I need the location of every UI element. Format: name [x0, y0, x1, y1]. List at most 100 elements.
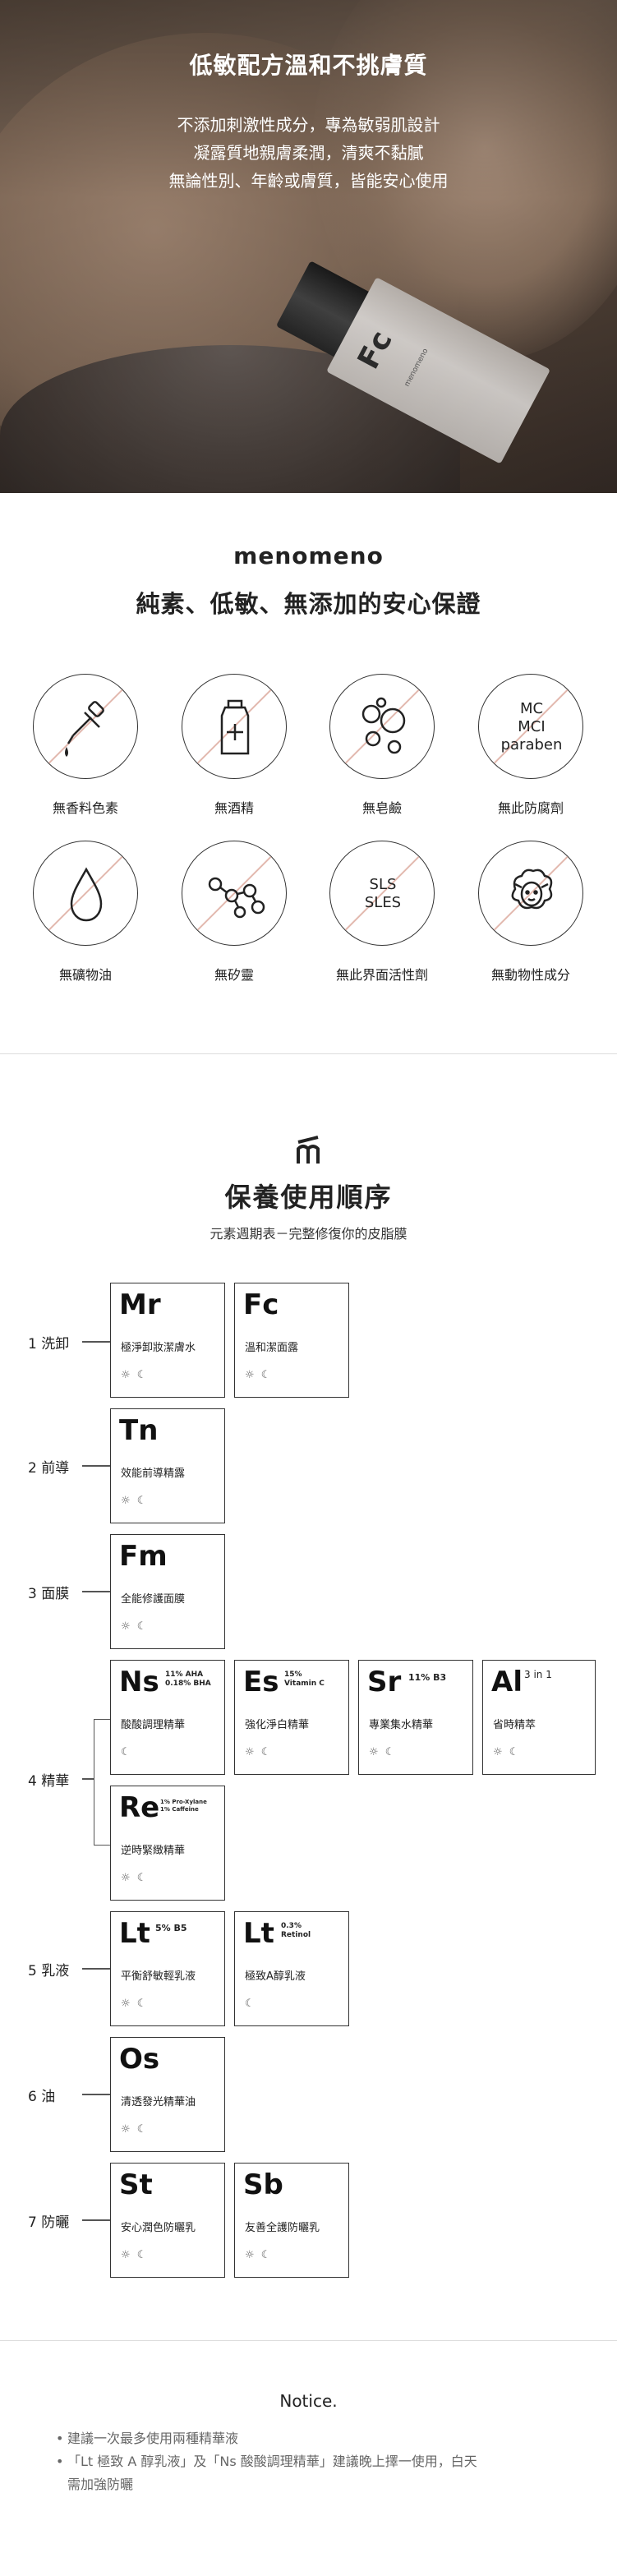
card-name: 極淨卸妝潔膚水 — [121, 1342, 196, 1354]
notice-text: 建議一次最多使用兩種精華液 — [67, 2431, 239, 2446]
card-symbol: Mr — [119, 1288, 161, 1321]
preservative-text-3: paraben — [500, 736, 563, 753]
feature-no-silicone: 無矽靈 — [160, 841, 308, 984]
card-symbol: St — [119, 2168, 153, 2201]
night-icon: ☾ — [121, 1746, 132, 1758]
step-label-sunscreen: 7 防曬 — [28, 2214, 70, 2231]
product-card-tn[interactable]: Tn 效能前導精露 ☼ ☾ — [110, 1408, 225, 1523]
product-card-lt-b5[interactable]: Lt 5% B5 平衡舒敏輕乳液 ☼ ☾ — [110, 1911, 225, 2026]
card-concentration: 5% B5 — [155, 1923, 187, 1933]
product-card-lt-retinol[interactable]: Lt 0.3% Retinol 極致A醇乳液 ☾ — [234, 1911, 349, 2026]
feature-label: 無香料色素 — [52, 800, 118, 816]
product-card-mr[interactable]: Mr 極淨卸妝潔膚水 ☼ ☾ — [110, 1283, 225, 1398]
step-connector — [82, 1341, 110, 1343]
day-night-icon: ☼ ☾ — [121, 1998, 149, 2010]
notice-item: •建議一次最多使用兩種精華液 — [56, 2427, 238, 2449]
step-connector — [82, 2094, 110, 2095]
card-name: 溫和潔面露 — [245, 1342, 299, 1354]
feature-circle — [33, 841, 138, 946]
step-label-serum: 4 精華 — [28, 1773, 70, 1790]
product-card-st[interactable]: St 安心潤色防曬乳 ☼ ☾ — [110, 2163, 225, 2278]
dropper-icon — [65, 701, 104, 757]
product-card-os[interactable]: Os 清透發光精華油 ☼ ☾ — [110, 2037, 225, 2152]
section-divider — [0, 2340, 617, 2341]
product-card-ns[interactable]: Ns 11% AHA 0.18% BHA 酸酸調理精華 ☾ — [110, 1660, 225, 1775]
notice-item-continued: 需加強防曬 — [67, 2477, 134, 2492]
step-label-oil: 6 油 — [28, 2089, 56, 2105]
hero-banner: Fc menomeno 低敏配方溫和不挑膚質 不添加刺激性成分，專為敏弱肌設計 … — [0, 0, 617, 493]
card-symbol: Sr — [367, 1666, 402, 1698]
feature-no-fragrance: 無香料色素 — [12, 674, 159, 817]
step-label-lotion: 5 乳液 — [28, 1963, 70, 1979]
brand-logo: menomeno — [233, 542, 384, 569]
card-symbol: Sb — [243, 2168, 283, 2201]
card-concentration: 15% Vitamin C — [284, 1670, 325, 1688]
day-night-icon: ☼ ☾ — [121, 2249, 149, 2261]
feature-no-alcohol: 無酒精 — [160, 674, 308, 817]
feature-circle — [182, 674, 287, 779]
alcohol-bottle-icon — [220, 699, 250, 755]
product-card-al[interactable]: Al 3 in 1 省時精萃 ☼ ☾ — [482, 1660, 596, 1775]
product-card-sb[interactable]: Sb 友善全護防曬乳 ☼ ☾ — [234, 2163, 349, 2278]
step-label-prep: 2 前導 — [28, 1460, 70, 1477]
feature-circle — [182, 841, 287, 946]
hero-line: 凝露質地親膚柔潤，清爽不黏膩 — [193, 143, 424, 163]
product-card-re[interactable]: Re 1% Pro-Xylane 1% Caffeine 逆時緊緻精華 ☼ ☾ — [110, 1786, 225, 1901]
hero-line: 無論性別、年齡或膚質，皆能安心使用 — [168, 171, 449, 191]
serum-bracket — [94, 1719, 110, 1846]
day-night-icon: ☼ ☾ — [493, 1746, 521, 1758]
feature-no-mineral-oil: 無礦物油 — [12, 841, 159, 984]
sheep-icon — [511, 869, 553, 910]
section-divider — [0, 1053, 617, 1054]
oil-drop-icon — [70, 867, 103, 922]
brand-m-icon — [297, 1136, 320, 1164]
notice-title: Notice. — [279, 2391, 338, 2411]
card-name: 酸酸調理精華 — [121, 1719, 186, 1731]
feature-circle — [478, 841, 583, 946]
product-card-sr[interactable]: Sr 11% B3 專業集水精華 ☼ ☾ — [358, 1660, 473, 1775]
night-icon: ☾ — [245, 1998, 256, 2010]
feature-no-soap: 無皂鹼 — [308, 674, 456, 817]
guarantee-title: 純素、低敏、無添加的安心保證 — [136, 590, 481, 618]
day-night-icon: ☼ ☾ — [121, 1369, 149, 1381]
product-card-es[interactable]: Es 15% Vitamin C 強化淨白精華 ☼ ☾ — [234, 1660, 349, 1775]
card-symbol: Lt — [119, 1917, 150, 1950]
card-name: 全能修護面膜 — [121, 1593, 186, 1606]
card-symbol: Re — [119, 1791, 160, 1824]
card-name: 逆時緊緻精華 — [121, 1845, 186, 1857]
day-night-icon: ☼ ☾ — [121, 1620, 149, 1633]
card-concentration: 0.3% Retinol — [281, 1922, 311, 1939]
card-name: 專業集水精華 — [369, 1719, 434, 1731]
step-label-mask: 3 面膜 — [28, 1586, 70, 1602]
hero-title: 低敏配方溫和不挑膚質 — [189, 52, 428, 79]
card-concentration: 11% B3 — [408, 1672, 447, 1683]
card-concentration: 1% Pro-Xylane 1% Caffeine — [160, 1799, 207, 1813]
product-card-fm[interactable]: Fm 全能修護面膜 ☼ ☾ — [110, 1534, 225, 1649]
feature-no-preservative: MC MCI paraben 無此防腐劑 — [457, 674, 605, 817]
card-name: 安心潤色防曬乳 — [121, 2222, 196, 2234]
step-connector — [82, 1968, 110, 1970]
feature-label: 無動物性成分 — [490, 967, 570, 983]
surfactant-icon: SLS SLES — [330, 841, 434, 945]
card-name: 強化淨白精華 — [245, 1719, 310, 1731]
feature-no-surfactant: SLS SLES 無此界面活性劑 — [308, 841, 456, 984]
card-symbol: Es — [243, 1666, 279, 1698]
feature-no-animal: 無動物性成分 — [457, 841, 605, 984]
feature-label: 無皂鹼 — [361, 800, 402, 816]
hero-description: 不添加刺激性成分，專為敏弱肌設計 凝露質地親膚柔潤，清爽不黏膩 無論性別、年齡或… — [0, 111, 617, 195]
card-concentration: 11% AHA 0.18% BHA — [165, 1670, 211, 1688]
feature-circle — [33, 674, 138, 779]
routine-subtitle: 元素週期表－完整修復你的皮脂膜 — [210, 1226, 407, 1242]
card-symbol: Lt — [243, 1917, 274, 1950]
card-name: 效能前導精露 — [121, 1468, 186, 1480]
step-connector — [82, 1778, 94, 1780]
card-symbol: Fc — [243, 1288, 279, 1321]
feature-circle: SLS SLES — [329, 841, 435, 946]
preservative-icon: MC MCI paraben — [479, 675, 582, 778]
card-concentration: 3 in 1 — [524, 1669, 552, 1680]
surfactant-text-1: SLS — [369, 876, 397, 893]
notice-text: 「Lt 極致 A 醇乳液」及「Ns 酸酸調理精華」建議晚上擇一使用，白天 — [67, 2454, 477, 2469]
product-card-fc[interactable]: Fc 溫和潔面露 ☼ ☾ — [234, 1283, 349, 1398]
card-symbol: Al — [491, 1666, 523, 1698]
